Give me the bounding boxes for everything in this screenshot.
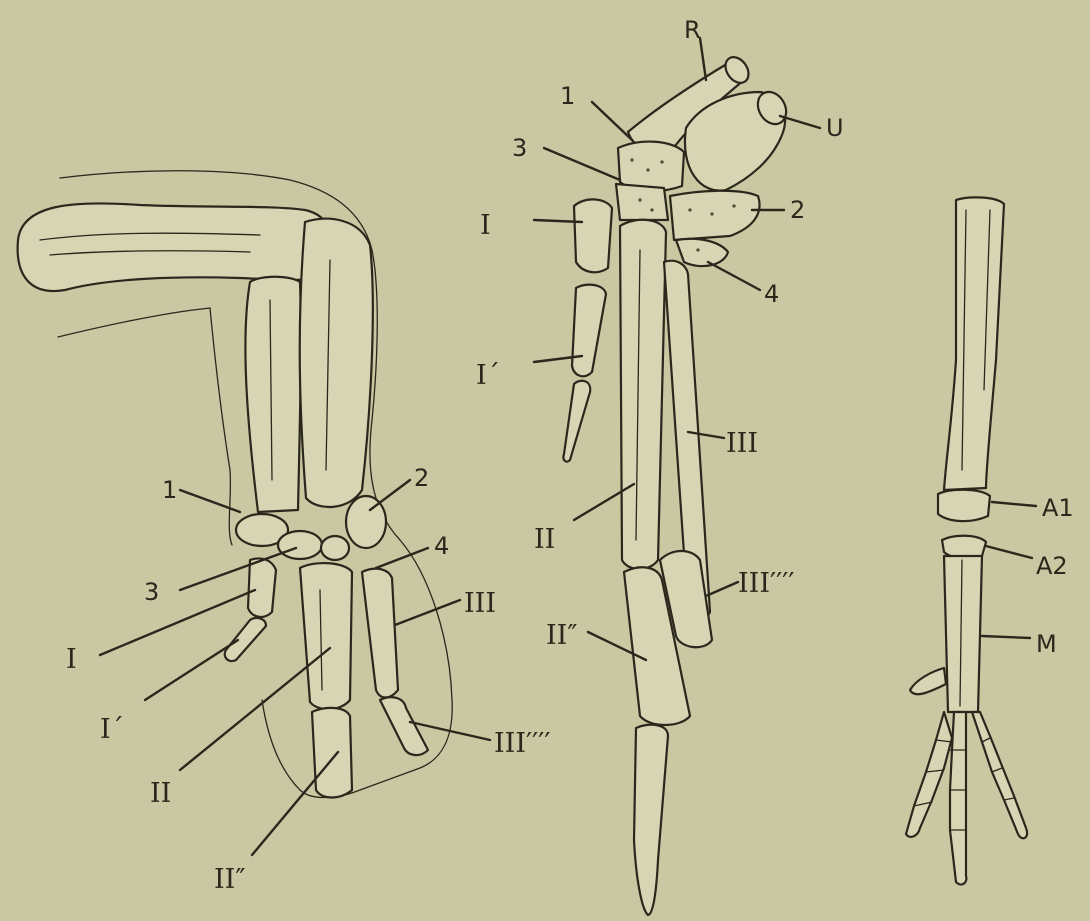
leader-line (376, 548, 428, 568)
middle-hand-figure: 1 R U 3 2 I 4 I´ III II III′′′′ II″ (476, 16, 844, 915)
carpal-4 (676, 239, 728, 266)
left-forelimb-figure: 1 2 3 4 I I´ III II III′′′′ II″ (18, 171, 551, 895)
label-middle-digit-3-prime: III′′′′ (738, 568, 795, 599)
label-middle-carpal-2: 2 (790, 196, 805, 224)
label-right-a2: A2 (1036, 552, 1068, 580)
digit-2-metacarpal (300, 563, 352, 709)
radius-bone (245, 277, 300, 512)
leader-line (180, 490, 240, 512)
leader-line (370, 480, 410, 510)
label-right-a1: A1 (1042, 494, 1074, 522)
digit-1-metacarpal (248, 558, 276, 616)
digit-3-phalanx (380, 697, 428, 755)
label-left-carpal-2: 2 (414, 464, 429, 492)
label-left-carpal-3: 3 (144, 578, 159, 606)
label-left-digit-2: II (150, 778, 171, 809)
leader-line (252, 752, 338, 855)
carpal-4 (321, 536, 349, 560)
label-left-digit-1-prime: I´ (100, 714, 124, 745)
label-left-carpal-4: 4 (434, 532, 449, 560)
carpal-3 (616, 184, 668, 220)
digit-2-phalanx (312, 708, 352, 798)
leader-line (180, 548, 296, 590)
label-middle-ulna: U (826, 114, 844, 142)
label-left-carpal-1: 1 (162, 476, 177, 504)
toe-outer (972, 712, 1027, 838)
leader-line (544, 148, 620, 180)
label-middle-carpal-4: 4 (764, 280, 779, 308)
right-foot-figure: A1 A2 M (906, 197, 1074, 884)
leader-line (992, 502, 1036, 506)
carpal-3 (278, 531, 322, 559)
digit-2-claw (634, 725, 668, 915)
label-left-digit-3-prime: III′′′′ (494, 728, 551, 759)
leader-line (982, 636, 1030, 638)
label-middle-digit-2-prime: II″ (546, 620, 577, 651)
leader-line (706, 582, 738, 596)
ulna-bone (300, 219, 373, 507)
label-middle-digit-1-prime: I´ (476, 360, 500, 391)
digit-2-metacarpal (620, 220, 666, 569)
leader-line (708, 262, 760, 290)
digit-3-metacarpal (362, 569, 398, 698)
label-middle-radius: R (684, 16, 701, 44)
toe-inner (906, 712, 952, 837)
label-right-m: M (1036, 630, 1057, 658)
label-middle-carpal-1: 1 (560, 82, 575, 110)
tibia-bone (944, 197, 1004, 490)
leader-line (395, 600, 460, 625)
digit-1-phalanx (225, 618, 266, 661)
digit-1-claw (563, 381, 590, 462)
label-left-digit-2-prime: II″ (214, 864, 245, 895)
metatarsus-bone (944, 556, 982, 712)
label-middle-carpal-3: 3 (512, 134, 527, 162)
leader-line (986, 546, 1032, 558)
label-middle-digit-2: II (534, 524, 555, 555)
leader-line (180, 648, 330, 770)
toe-middle (950, 712, 966, 884)
skin-outline (58, 308, 232, 545)
label-left-digit-3: III (464, 588, 496, 619)
digit-1-phalanx (572, 285, 606, 377)
leader-line (700, 38, 706, 80)
label-middle-digit-3: III (726, 428, 758, 459)
hallux-toe (910, 668, 946, 694)
carpal-2 (670, 191, 760, 240)
tarsal-a2 (942, 536, 986, 558)
leader-line (145, 640, 238, 700)
leader-line (592, 102, 632, 140)
label-middle-digit-1: I (480, 210, 491, 241)
digit-1-metacarpal (574, 199, 612, 272)
carpal-1 (618, 142, 684, 191)
astragalus-a1 (938, 490, 990, 521)
label-left-digit-1: I (66, 644, 77, 675)
